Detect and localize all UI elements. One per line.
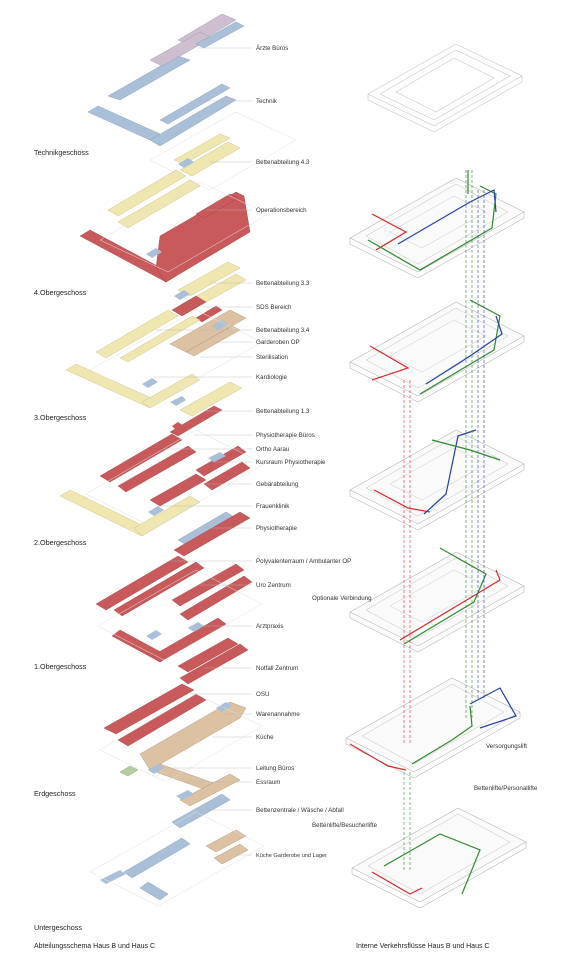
label-bettenlifte-personallifte: Bettenlifte/Personallifte: [474, 785, 538, 792]
plan-2-og: [349, 429, 525, 531]
block-physiotherapie: [173, 511, 251, 557]
label-frauenklinik: Frauenklinik: [256, 503, 290, 510]
plan-untergeschoss: [351, 807, 527, 909]
circulation-flows: Optionale Verbindung Versorgungslift Bet…: [312, 43, 538, 909]
block-technik: [87, 55, 237, 147]
label-sds-bereich: SDS Bereich: [256, 304, 292, 311]
label-bettenabteilung-3-3: Bettenabteilung 3.3: [256, 280, 310, 287]
department-labels: Ärzte Büros Technik Bettenabteilung 4.3 …: [256, 45, 351, 859]
label-notfall-zentrum: Notfall Zentrum: [256, 665, 298, 672]
label-technik: Technik: [256, 98, 278, 105]
floor-name-1-og: 1.Obergeschoss: [34, 662, 87, 671]
label-essraum: Essraum: [256, 779, 280, 786]
label-uro-zentrum: Uro Zentrum: [256, 582, 291, 589]
lift-shafts: [403, 170, 485, 870]
label-gebaerabteilung: Gebärabteilung: [256, 481, 299, 488]
label-arztpraxis: Arztpraxis: [256, 623, 284, 630]
label-operationsbereich: Operationsbereich: [256, 207, 307, 214]
label-polyvalenterraum: Polyvalenterraum / Ambulanter OP: [256, 558, 351, 565]
floor-erdgeschoss: [99, 637, 263, 793]
block-kueche-garderobe-lager: [205, 829, 249, 865]
plan-3-og: [349, 299, 525, 403]
floor-names: Technikgeschoss 4.Obergeschoss 3.Oberges…: [34, 148, 89, 932]
label-kursraum-physiotherapie: Kursraum Physiotherapie: [256, 459, 326, 466]
block-sds-bereich: [171, 295, 223, 323]
label-warenannahme: Warenannahme: [256, 711, 300, 718]
label-bettenzentrale: Bettenzentrale / Wäsche / Abfall: [256, 807, 344, 814]
floor-name-untergeschoss: Untergeschoss: [34, 923, 82, 932]
block-bettenabteilung-4-3: [107, 133, 241, 229]
plan-1-og: [349, 547, 525, 653]
block-physiotherapie-bueros: [169, 405, 223, 437]
block-notfall-zentrum: [177, 637, 249, 685]
caption-right: Interne Verkehrsflüsse Haus B und Haus C: [356, 943, 489, 950]
floor-name-erdgeschoss: Erdgeschoss: [34, 789, 76, 798]
floor-technikgeschoss: [87, 13, 297, 191]
block-kueche: [139, 701, 247, 793]
floor-untergeschoss: [89, 773, 265, 907]
label-leaders: [154, 47, 252, 856]
plan-technik: [367, 43, 523, 133]
label-bettenabteilung-1-3: Bettenabteilung 1.3: [256, 408, 310, 415]
floor-name-technikgeschoss: Technikgeschoss: [34, 148, 89, 157]
label-aerzte-bueros: Ärzte Büros: [256, 45, 288, 52]
label-osu: OSU: [256, 691, 269, 698]
label-physiotherapie-bueros: Physiotherapie Büros: [256, 432, 315, 439]
floor-4-obergeschoss: [79, 133, 269, 283]
block-leitung-bueros: [119, 764, 164, 777]
floor-name-2-og: 2.Obergeschoss: [34, 538, 87, 547]
block-ortho-kursraum: [99, 433, 247, 493]
block-aerzte-bueros: [149, 13, 245, 67]
label-versorgungslift: Versorgungslift: [486, 743, 527, 750]
label-ortho-aarau: Ortho Aarau: [256, 446, 290, 453]
label-kardiologie: Kardiologie: [256, 374, 288, 381]
department-scheme: Ärzte Büros Technik Bettenabteilung 4.3 …: [34, 13, 351, 932]
block-kardiologie: [65, 363, 201, 409]
label-bettenlifte-besucherlifte: Bettenlifte/Besucherlifte: [312, 822, 378, 829]
label-physiotherapie: Physiotherapie: [256, 525, 297, 532]
label-garderoben-op: Garderoben OP: [256, 339, 300, 346]
floor-name-3-og: 3.Obergeschoss: [34, 413, 87, 422]
floor-1-obergeschoss: [95, 511, 263, 663]
label-kueche-garderobe-lager: Küche Garderobe und Lager: [256, 853, 327, 859]
label-bettenabteilung-4-3: Bettenabteilung 4.3: [256, 159, 310, 166]
floor-name-4-og: 4.Obergeschoss: [34, 288, 87, 297]
block-osu: [103, 683, 207, 747]
block-operationsbereich: [79, 191, 251, 283]
flow-labels: Optionale Verbindung Versorgungslift Bet…: [312, 595, 538, 829]
block-polyvalenterraum: [95, 555, 205, 617]
plan-4-og: [349, 170, 525, 279]
label-bettenabteilung-3-4: Bettenabteilung 3.4: [256, 327, 310, 334]
label-optionale-verbindung: Optionale Verbindung: [312, 595, 372, 602]
block-arztpraxis: [111, 617, 227, 663]
block-bettenabteilung-1-3: [170, 381, 243, 417]
block-frauenklinik: [59, 489, 201, 537]
caption-left: Abteilungsschema Haus B und Haus C: [34, 943, 155, 950]
floor-2-obergeschoss: [59, 381, 265, 537]
label-sterilisation: Sterilisation: [256, 354, 289, 361]
label-kueche: Küche: [256, 734, 274, 741]
block-gebaerabteilung: [149, 461, 251, 507]
block-garderoben-sterilisation: [169, 309, 247, 357]
label-leitung-bueros: Leitung Büros: [256, 765, 294, 772]
plan-erdgeschoss: [345, 677, 521, 779]
